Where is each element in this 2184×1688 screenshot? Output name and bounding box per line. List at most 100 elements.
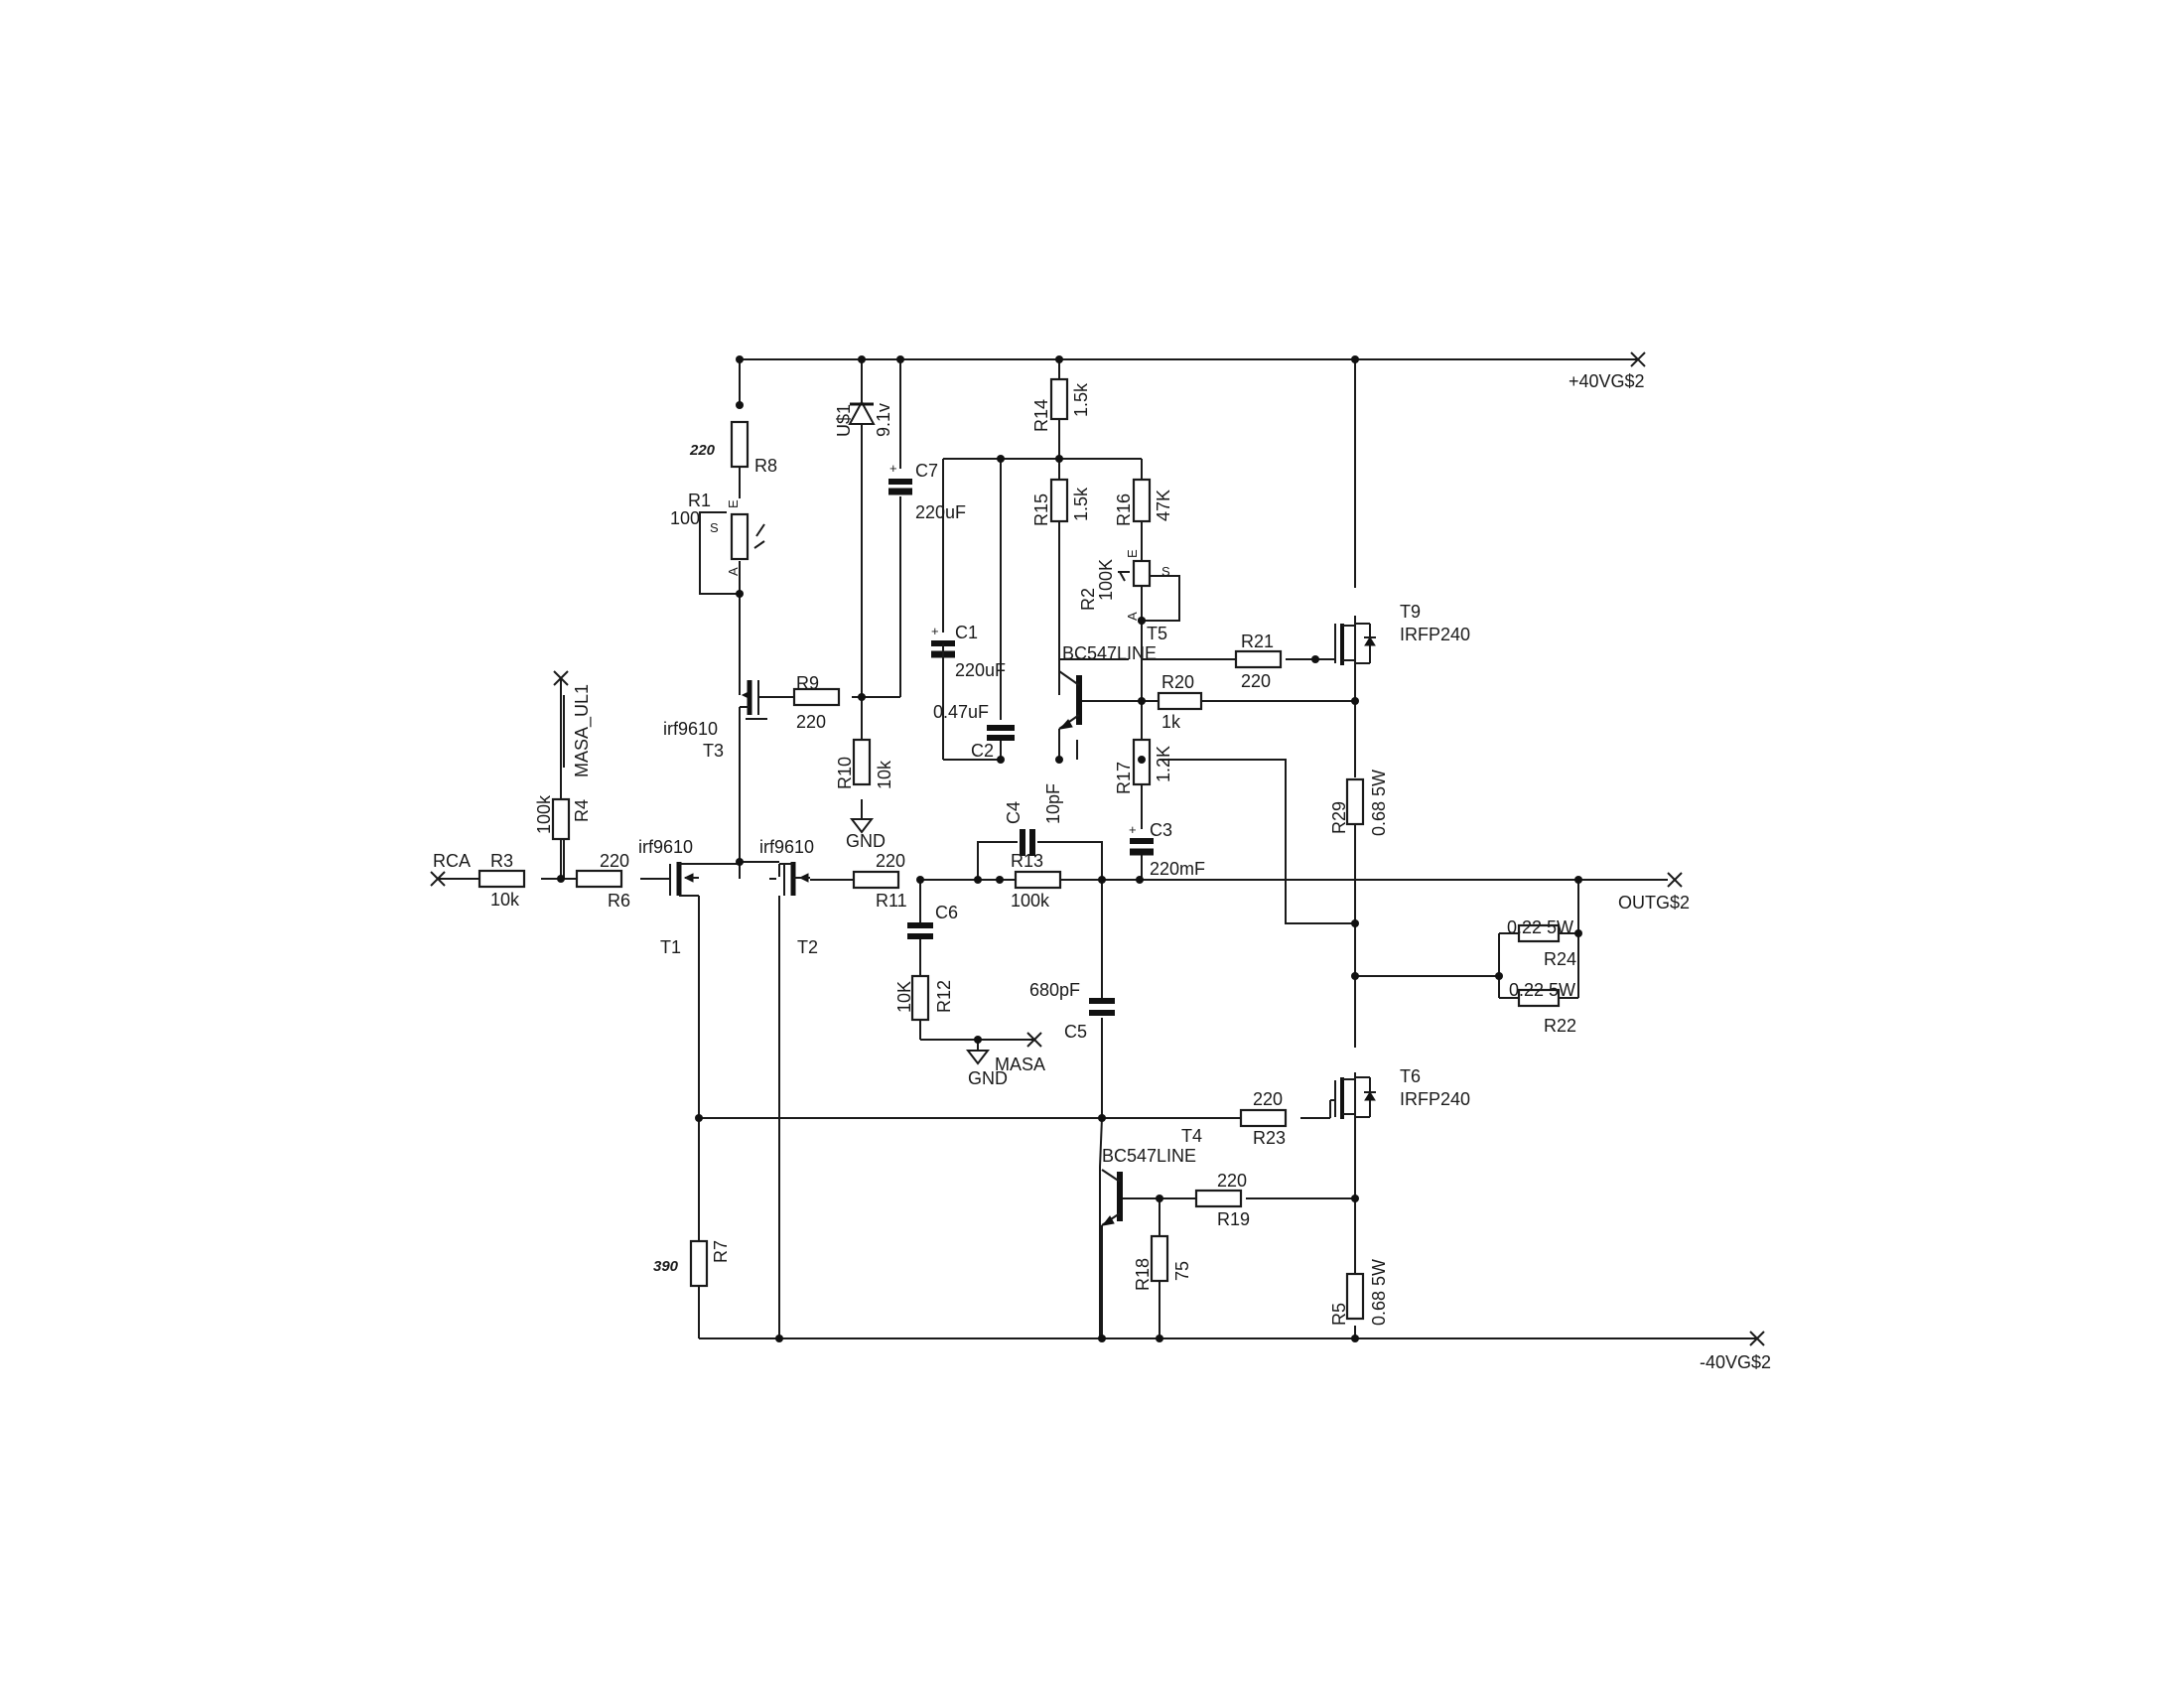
r21-body [1234, 649, 1283, 669]
r5-value: 0.68 5W [1369, 1259, 1389, 1326]
r23-value: 220 [1253, 1089, 1283, 1109]
r7-value: 390 [653, 1258, 679, 1275]
r24-value: 0.22 5W [1507, 917, 1573, 937]
r22-body [1517, 988, 1561, 1008]
r5-body [1345, 1272, 1365, 1321]
t3-value: irf9610 [663, 719, 718, 739]
t1-ref: T1 [660, 937, 681, 957]
r15-value: 1.5k [1071, 487, 1091, 521]
r4-body [551, 797, 571, 841]
r12-body [910, 974, 930, 1022]
gnd-label-2: GND [968, 1068, 1008, 1088]
zener-diode-icon [848, 399, 876, 425]
c1-ref: C1 [955, 623, 978, 642]
r9-ref: R9 [796, 673, 819, 693]
r11-ref: R11 [876, 891, 907, 911]
r29-body [1345, 777, 1365, 826]
t2-value: irf9610 [759, 837, 814, 857]
r14-ref: R14 [1031, 399, 1051, 432]
masa-ul-terminal [553, 670, 569, 686]
pos-rail-terminal [1630, 352, 1646, 367]
c6-ref: C6 [935, 903, 958, 922]
r12-ref: R12 [934, 980, 954, 1013]
r11-value: 220 [876, 851, 905, 871]
t5-ref: T5 [1147, 624, 1167, 643]
t1-value: irf9610 [638, 837, 693, 857]
junctions [557, 355, 1582, 1342]
c5-value: 680pF [1029, 980, 1080, 1000]
t9-ref: T9 [1400, 602, 1421, 622]
terminals [430, 352, 1765, 1346]
r20-body [1157, 691, 1203, 711]
t5-value: BC547LINE [1062, 643, 1157, 663]
t6-mosfet-icon [1330, 1072, 1376, 1122]
r19-ref: R19 [1217, 1209, 1250, 1229]
us1-value: 9.1v [874, 403, 893, 437]
c4-ref: C4 [1004, 801, 1024, 824]
r13-body [1014, 870, 1062, 890]
transistors [661, 616, 1376, 1338]
c3-ref: C3 [1150, 820, 1172, 840]
r19-value: 220 [1217, 1171, 1247, 1191]
c2-ref: C2 [971, 741, 994, 761]
rca-label: RCA [433, 851, 471, 871]
r22-ref: R22 [1544, 1016, 1576, 1036]
r18-ref: R18 [1133, 1258, 1153, 1291]
r10-ref: R10 [835, 757, 855, 789]
ground-symbols [849, 818, 991, 1065]
r11-body [852, 870, 900, 890]
r9-value: 220 [796, 712, 826, 732]
r4-ref: R4 [572, 799, 592, 822]
c7-value: 220uF [915, 502, 966, 522]
c7-ref: C7 [915, 461, 938, 481]
r20-value: 1k [1161, 712, 1181, 732]
wires [437, 358, 1757, 1339]
r2-body [1132, 559, 1152, 588]
r17-ref: R17 [1114, 762, 1134, 794]
r20-ref: R20 [1161, 672, 1194, 692]
r6-value: 220 [600, 851, 629, 871]
r16-body [1132, 478, 1152, 523]
r3-value: 10k [490, 890, 520, 910]
r13-ref: R13 [1011, 851, 1043, 871]
r2-wiper-icon [1118, 571, 1130, 582]
t6-ref: T6 [1400, 1066, 1421, 1086]
r18-value: 75 [1172, 1261, 1192, 1281]
pos-rail-label: +40VG$2 [1569, 371, 1645, 391]
out-terminal [1667, 872, 1683, 888]
r2-ref: R2 [1078, 588, 1098, 611]
capacitors: + + + [888, 461, 1154, 1016]
r16-ref: R16 [1114, 493, 1134, 526]
t3-ref: T3 [703, 741, 724, 761]
r14-body [1049, 377, 1069, 421]
r24-body [1517, 923, 1561, 943]
r14-value: 1.5k [1071, 382, 1091, 417]
r12-value: 10K [894, 981, 914, 1013]
t2-mosfet-icon [769, 862, 810, 896]
gnd-label-1: GND [846, 831, 886, 851]
us1-ref: U$1 [834, 404, 854, 437]
r3-body [478, 869, 526, 889]
r19-body [1194, 1189, 1243, 1208]
r1-wiper-icon [753, 523, 765, 549]
r8-value: 220 [689, 442, 716, 459]
c2-value: 0.47uF [933, 702, 989, 722]
r1-value: 100 [670, 508, 700, 528]
neg-rail-terminal [1749, 1331, 1765, 1346]
r1-ref: R1 [688, 491, 711, 510]
r1-pin-a: A [726, 567, 741, 576]
svg-text:+: + [931, 624, 939, 638]
r4-value: 100k [534, 794, 554, 834]
t1-mosfet-icon [661, 862, 699, 897]
r16-value: 47K [1154, 490, 1173, 521]
r15-ref: R15 [1031, 493, 1051, 526]
c4-value: 10pF [1043, 783, 1063, 824]
r10-body [852, 738, 872, 786]
r6-ref: R6 [608, 891, 630, 911]
r17-value: 1.2K [1154, 746, 1173, 782]
r5-ref: R5 [1329, 1303, 1349, 1326]
gnd-icon-1 [849, 818, 875, 834]
r15-body [1049, 478, 1069, 523]
r29-value: 0.68 5W [1369, 770, 1389, 836]
